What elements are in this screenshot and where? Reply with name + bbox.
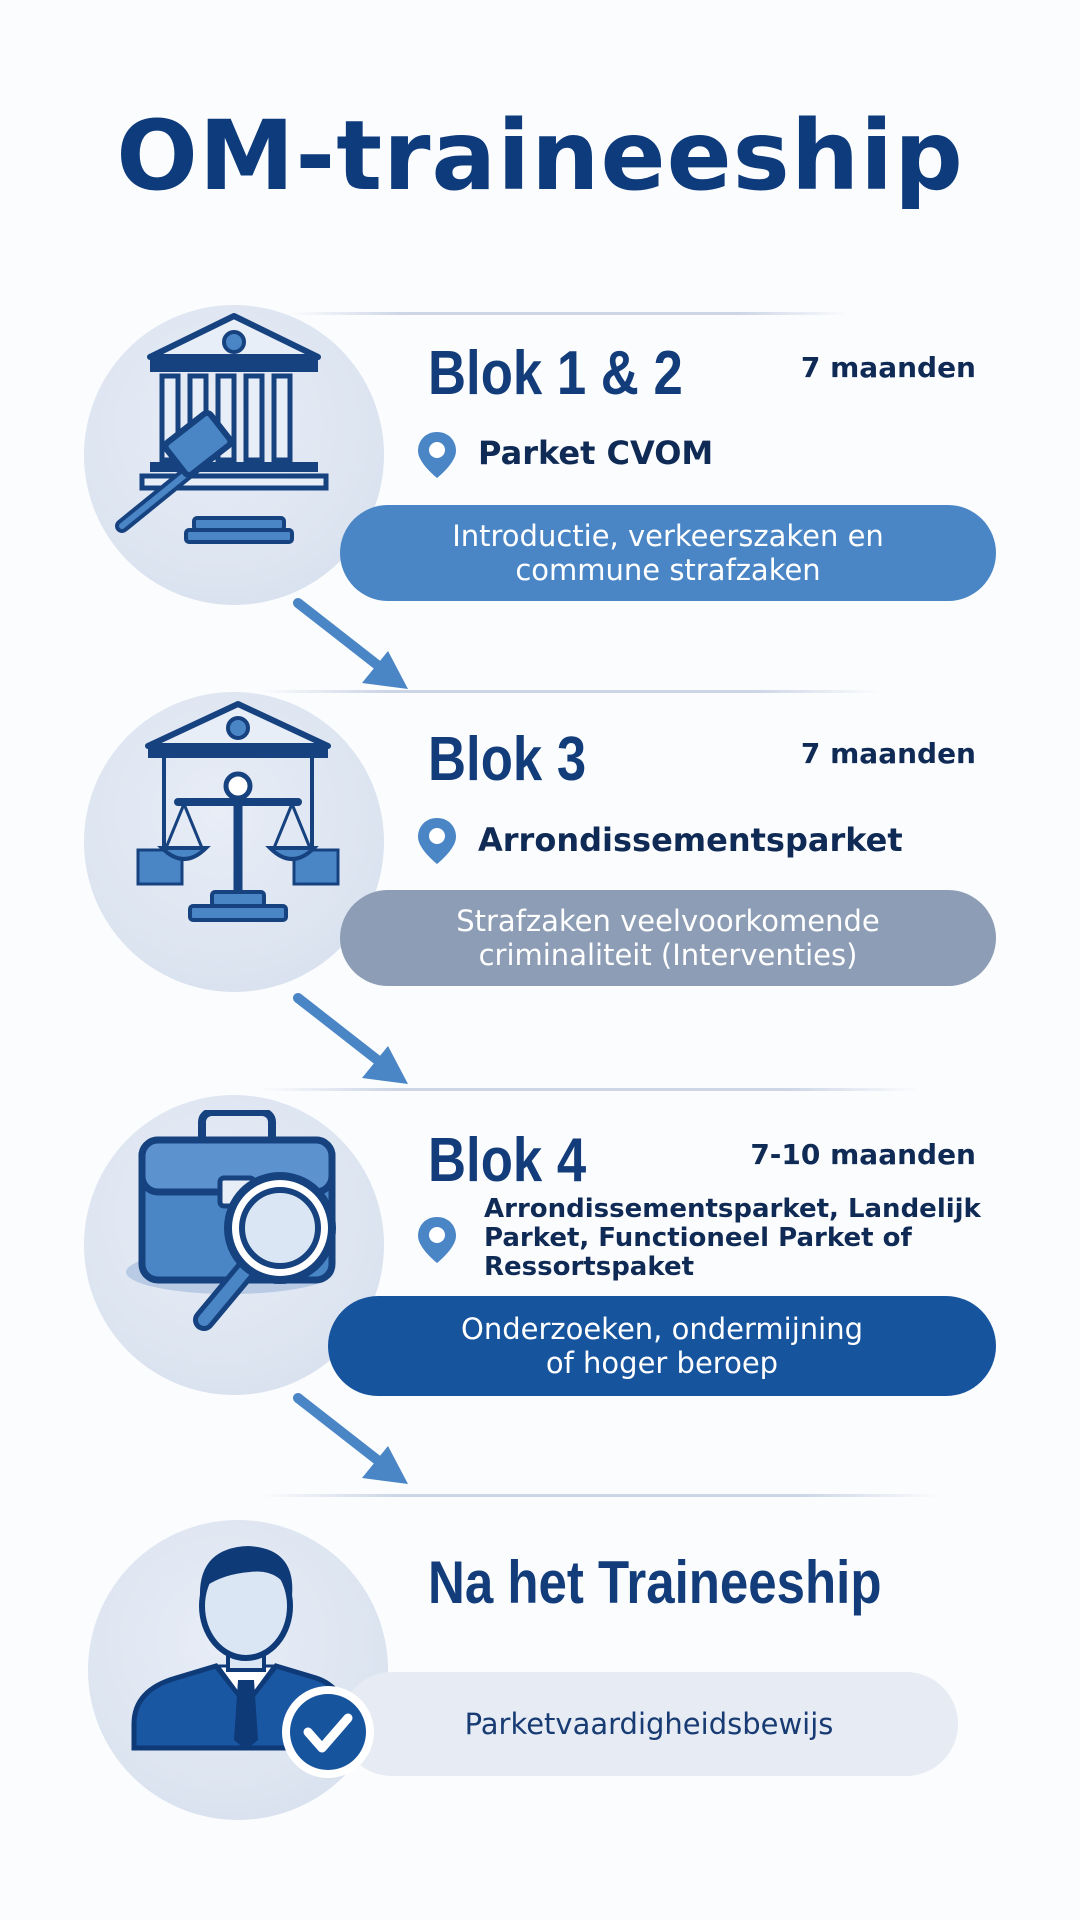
block1-duration: 7 maanden — [800, 351, 976, 384]
location-pin-icon — [418, 432, 456, 478]
block3-description: Strafzaken veelvoorkomende criminaliteit… — [456, 904, 880, 972]
block3-description-pill: Strafzaken veelvoorkomende criminaliteit… — [340, 890, 996, 986]
scales-of-justice-icon — [136, 701, 340, 922]
arrow-down-right-icon — [293, 1393, 408, 1484]
block1-title: Blok 1 & 2 — [428, 339, 683, 408]
block4-title: Blok 4 — [428, 1126, 587, 1195]
final-title: Na het Traineeship — [428, 1549, 882, 1616]
block1-description-pill: Introductie, verkeerszaken en commune st… — [340, 505, 996, 601]
briefcase-magnifier-icon — [126, 1110, 336, 1331]
location-pin-icon — [418, 818, 456, 864]
block4-description: Onderzoeken, ondermijning of hoger beroe… — [461, 1312, 863, 1380]
block3-duration: 7 maanden — [800, 737, 976, 770]
location-pin-icon — [418, 1217, 456, 1263]
divider — [260, 1494, 940, 1497]
prosecutor-checkmark-icon — [131, 1546, 374, 1778]
final-description: Parketvaardigheidsbewijs — [464, 1707, 834, 1741]
block3-location: Arrondissementsparket — [478, 821, 903, 859]
page-title: OM-traineeship — [116, 100, 964, 212]
block1-location: Parket CVOM — [478, 434, 714, 472]
divider — [260, 1088, 920, 1091]
block4-duration: 7-10 maanden — [750, 1138, 976, 1171]
block1-description: Introductie, verkeerszaken en commune st… — [452, 519, 884, 587]
final-description-pill: Parketvaardigheidsbewijs — [340, 1672, 958, 1776]
divider — [290, 312, 850, 315]
block4-location: Arrondissementsparket, Landelijk Parket,… — [484, 1194, 981, 1282]
courthouse-gavel-icon — [115, 313, 329, 544]
divider — [260, 690, 880, 693]
arrow-down-right-icon — [293, 598, 408, 689]
block4-description-pill: Onderzoeken, ondermijning of hoger beroe… — [328, 1296, 996, 1396]
arrow-down-right-icon — [293, 993, 408, 1084]
block3-title: Blok 3 — [428, 725, 587, 794]
